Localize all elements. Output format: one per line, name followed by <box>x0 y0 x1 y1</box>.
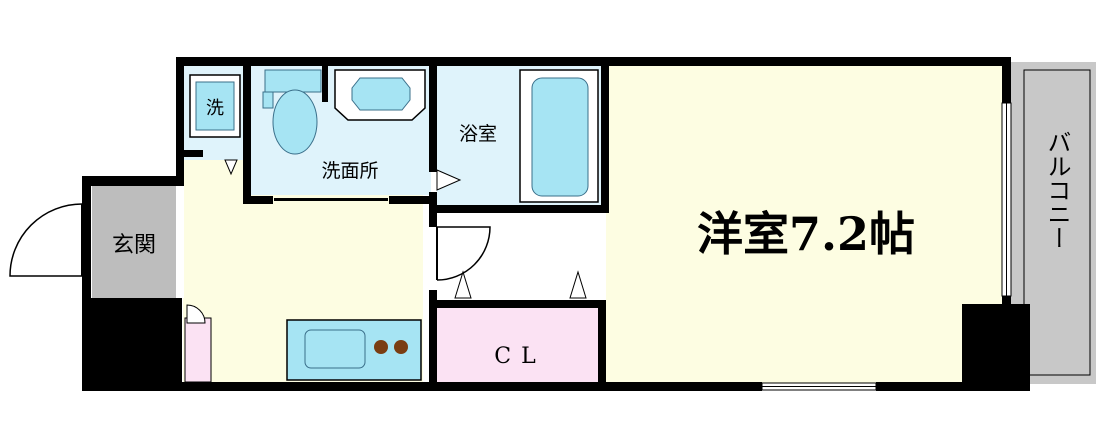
bathtub <box>531 77 589 197</box>
western-room-label: 洋室7.2帖 <box>697 207 915 261</box>
closet-label: CL <box>494 344 545 369</box>
shoe-cabinet-door <box>186 304 206 324</box>
wash-basin-bowl <box>351 77 411 111</box>
washer-door-marker <box>224 159 238 176</box>
closet-floor <box>437 308 602 384</box>
bathroom-label: 浴室 <box>459 123 497 145</box>
entrance-label: 玄関 <box>112 233 156 258</box>
toilet-bowl <box>272 89 318 155</box>
shoe-cabinet <box>184 317 212 383</box>
stove-burner-right <box>394 340 408 354</box>
washroom-label: 洗面所 <box>321 160 378 182</box>
balcony-inner <box>1023 69 1091 376</box>
washer-label: 洗 <box>206 98 224 119</box>
balcony-label: バルコニー <box>1043 130 1071 250</box>
toilet-tank-lid <box>262 91 274 109</box>
entrance-floor <box>92 186 178 298</box>
washroom-door-marker <box>436 169 462 191</box>
stove-burner-left <box>374 340 388 354</box>
western-room-floor <box>606 65 1006 385</box>
washing-machine <box>195 81 235 131</box>
kitchen-sink <box>304 329 366 369</box>
walls <box>82 57 1030 391</box>
closet-door-marker-right <box>569 270 587 299</box>
entrance-door-swing <box>9 203 83 277</box>
room-door-swing <box>436 226 491 281</box>
toilet-tank <box>264 69 322 93</box>
closet-door-marker-left <box>454 270 472 299</box>
